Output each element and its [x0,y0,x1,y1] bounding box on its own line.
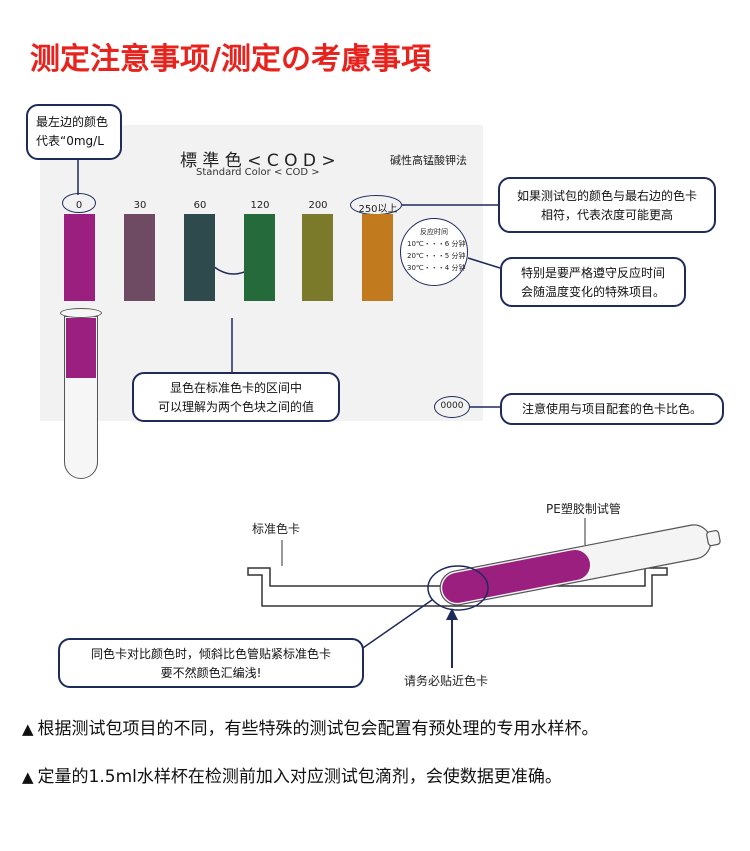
callout-line: 如果测试包的颜色与最右边的色卡 [516,189,697,203]
callout-line: 特别是要严格遵守反应时间 [520,266,665,280]
color-swatch [184,214,215,301]
callout-line: 要不然颜色汇编浅! [160,666,262,680]
tube-label: PE塑胶制试管 [546,502,621,516]
callout-line: 可以理解为两个色块之间的值 [157,400,314,414]
note-text: 定量的1.5ml水样杯在检测前加入对应测试包滴剂，会使数据更准确。 [37,767,562,787]
swatch-label: 30 [133,200,147,211]
reaction-line: 30℃・・・4 分钟 [407,264,466,272]
test-tube-liquid [66,318,96,378]
test-tube-lip [60,308,102,318]
color-swatch [302,214,333,301]
code-oval: 0000 [434,396,470,418]
callout-line: 显色在标准色卡的区间中 [169,381,302,395]
color-swatch [362,214,393,301]
zero-oval [62,193,96,213]
callout-matching: 注意使用与项目配套的色卡比色。 [500,393,724,425]
callout-line: 代表“0mg/L [36,134,104,148]
note-item: ▲定量的1.5ml水样杯在检测前加入对应测试包滴剂，会使数据更准确。 [22,762,562,787]
triangle-bullet-icon: ▲ [22,768,34,786]
card-label: 标准色卡 [252,522,301,536]
callout-line: 注意使用与项目配套的色卡比色。 [521,402,702,416]
color-swatch [64,214,95,301]
swatch-label: 120 [250,200,270,211]
note-text: 根据测试包项目的不同，有些特殊的测试包会配置有预处理的专用水样杯。 [37,719,599,739]
method-label: 碱性高锰酸钾法 [390,154,467,167]
callout-between: 显色在标准色卡的区间中 可以理解为两个色块之间的值 [132,372,340,422]
color-swatch [124,214,155,301]
card-subtitle: Standard Color < COD > [196,167,320,178]
color-swatch [244,214,275,301]
swatch-label: 200 [308,200,328,211]
reaction-line: 10℃・・・6 分钟 [407,240,466,248]
callout-rightmost: 如果测试包的颜色与最右边的色卡 相符，代表浓度可能更高 [498,177,716,233]
callout-line: 相符，代表浓度可能更高 [540,208,673,222]
callout-leftmost: 最左边的颜色 代表“0mg/L [26,104,122,160]
callout-line: 最左边的颜色 [36,115,109,129]
callout-tilt: 同色卡对比颜色时，倾斜比色管贴紧标准色卡 要不然颜色汇编浅! [58,638,364,688]
swatch-label: 60 [193,200,207,211]
callout-line: 同色卡对比颜色时，倾斜比色管贴紧标准色卡 [90,647,331,661]
swatch-label: 250以上 [358,204,398,215]
reaction-title: 反应时间 [420,228,448,236]
note-item: ▲根据测试包项目的不同，有些特殊的测试包会配置有预处理的专用水样杯。 [22,714,599,739]
callout-reaction: 特别是要严格遵守反应时间 会随温度变化的特殊项目。 [500,257,686,307]
press-label: 请务必贴近色卡 [404,674,489,688]
reaction-time-circle: 反应时间 10℃・・・6 分钟 20℃・・・5 分钟 30℃・・・4 分钟 [400,218,468,286]
callout-line: 会随温度变化的特殊项目。 [520,285,665,299]
page-title: 测定注意事项/测定の考慮事項 [30,42,431,77]
swatch-label: 0 [75,200,83,211]
triangle-bullet-icon: ▲ [22,720,34,738]
reaction-line: 20℃・・・5 分钟 [407,252,466,260]
card-title: 標 準 色 < C O D > [180,151,336,171]
